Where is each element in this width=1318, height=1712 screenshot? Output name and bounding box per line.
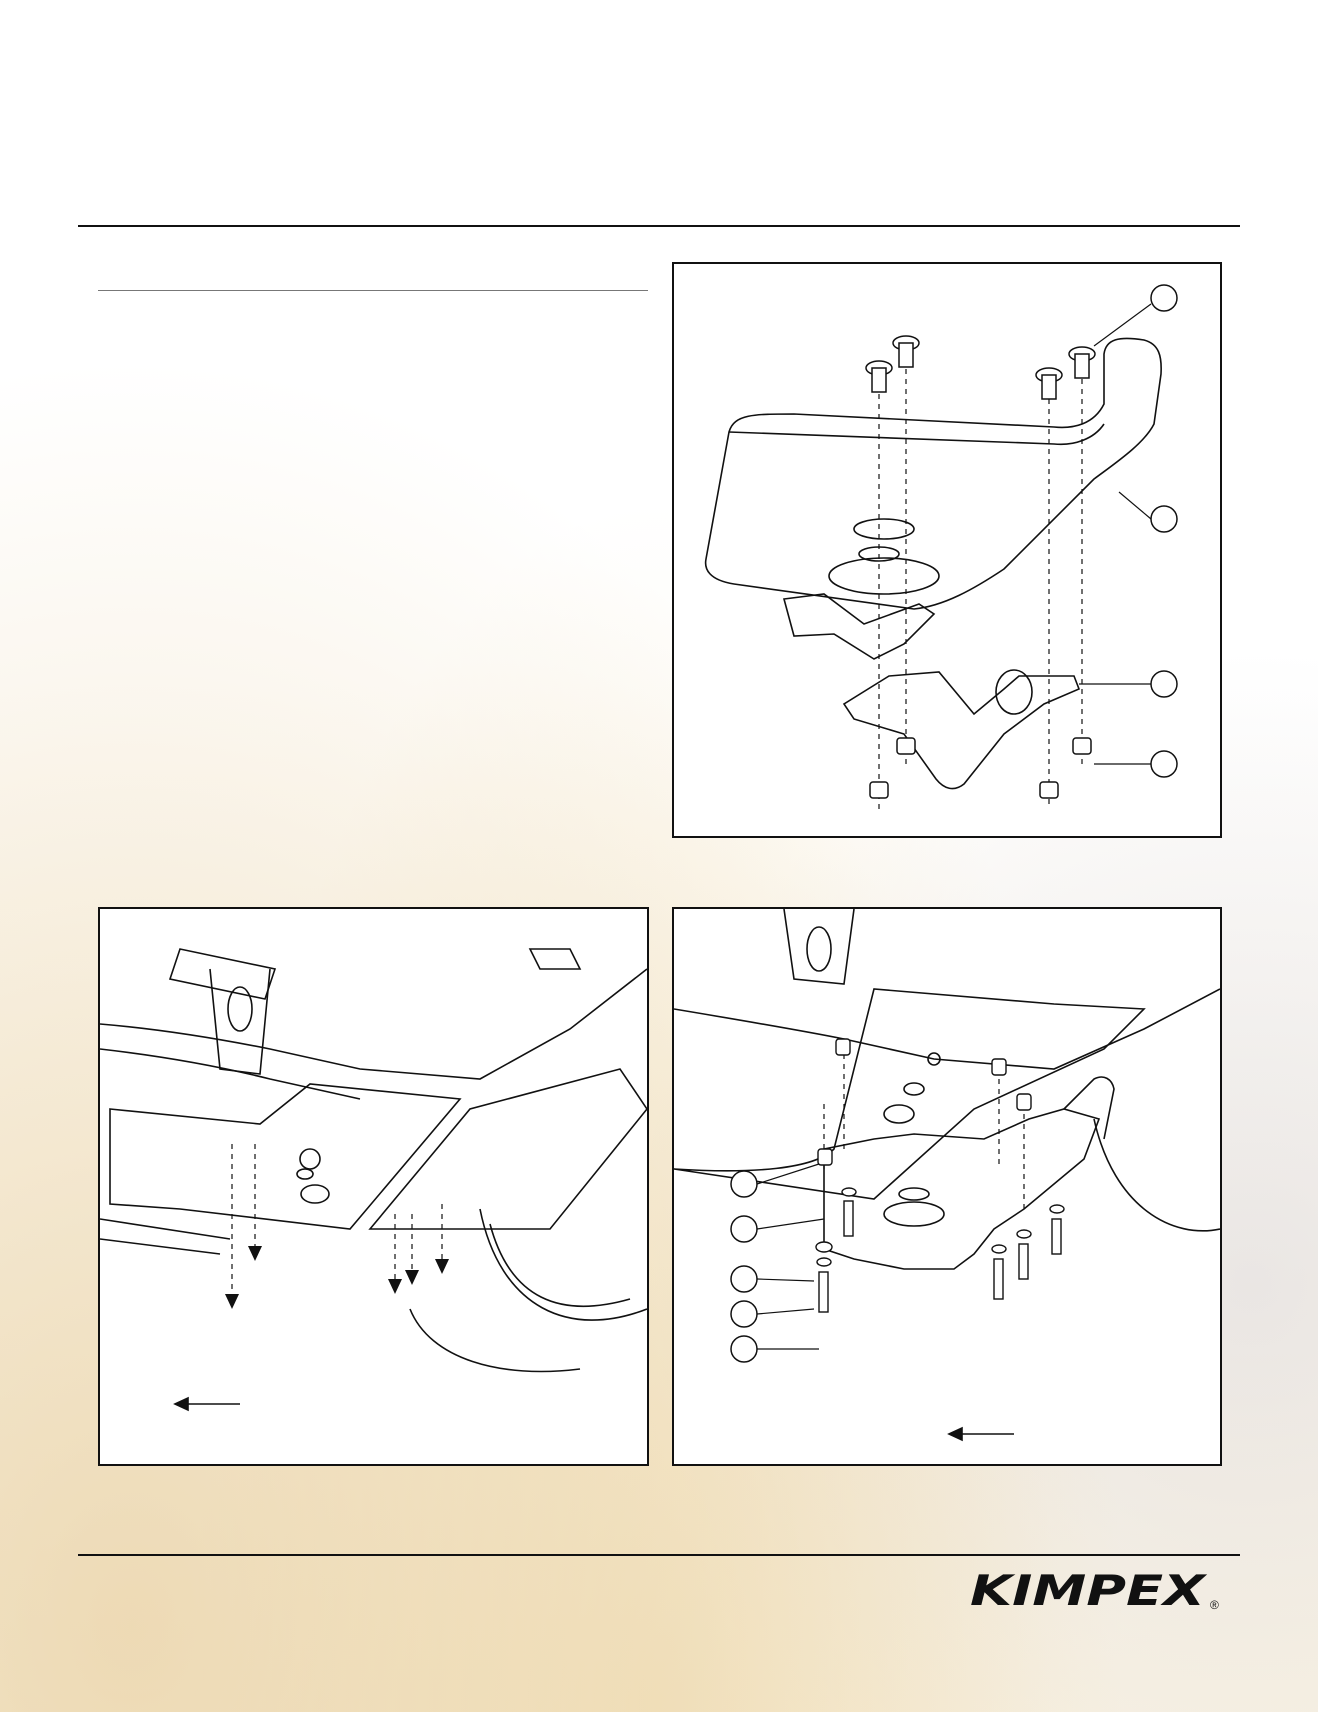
- callout-1: [1150, 284, 1178, 312]
- callout-4: [730, 1300, 758, 1328]
- skid-plate-outline: [704, 337, 1162, 610]
- registered-mark: ®: [1210, 1598, 1219, 1612]
- front-arrow-icon: [173, 1396, 240, 1412]
- callout-2: [1150, 505, 1178, 533]
- frame-rail: [209, 968, 271, 1075]
- footer-rule: [78, 1554, 1240, 1556]
- new-skid-plate: [823, 1108, 1101, 1270]
- install-plate-drawing: [674, 909, 1220, 1442]
- figure-remove-hardware: [98, 907, 649, 1466]
- wheel-outline: [479, 1208, 647, 1321]
- figure-exploded-view: [672, 262, 1222, 838]
- bracket-outline: [842, 671, 1081, 790]
- front-arrow-icon: [947, 1426, 1014, 1442]
- carriage-bolt-icon: [865, 360, 893, 393]
- exploded-view-drawing: [704, 284, 1178, 809]
- callout-3: [730, 1265, 758, 1293]
- frame-rail: [783, 909, 855, 985]
- header-rule: [78, 225, 1240, 227]
- original-plate: [109, 1083, 462, 1230]
- nut-icon: [869, 781, 889, 799]
- callout-2: [730, 1215, 758, 1243]
- logo-text: KIMPEX: [970, 1566, 1208, 1615]
- wheel-outline: [1093, 1118, 1220, 1232]
- plate-hole-large: [828, 557, 940, 595]
- callout-5: [730, 1335, 758, 1363]
- callout-1: [730, 1170, 758, 1198]
- callout-4: [1150, 750, 1178, 778]
- callout-3: [1150, 670, 1178, 698]
- figure-install-plate: [672, 907, 1222, 1466]
- section-rule: [98, 290, 648, 291]
- remove-hardware-drawing: [100, 948, 647, 1412]
- kimpex-logo: KIMPEX ®: [970, 1565, 1230, 1615]
